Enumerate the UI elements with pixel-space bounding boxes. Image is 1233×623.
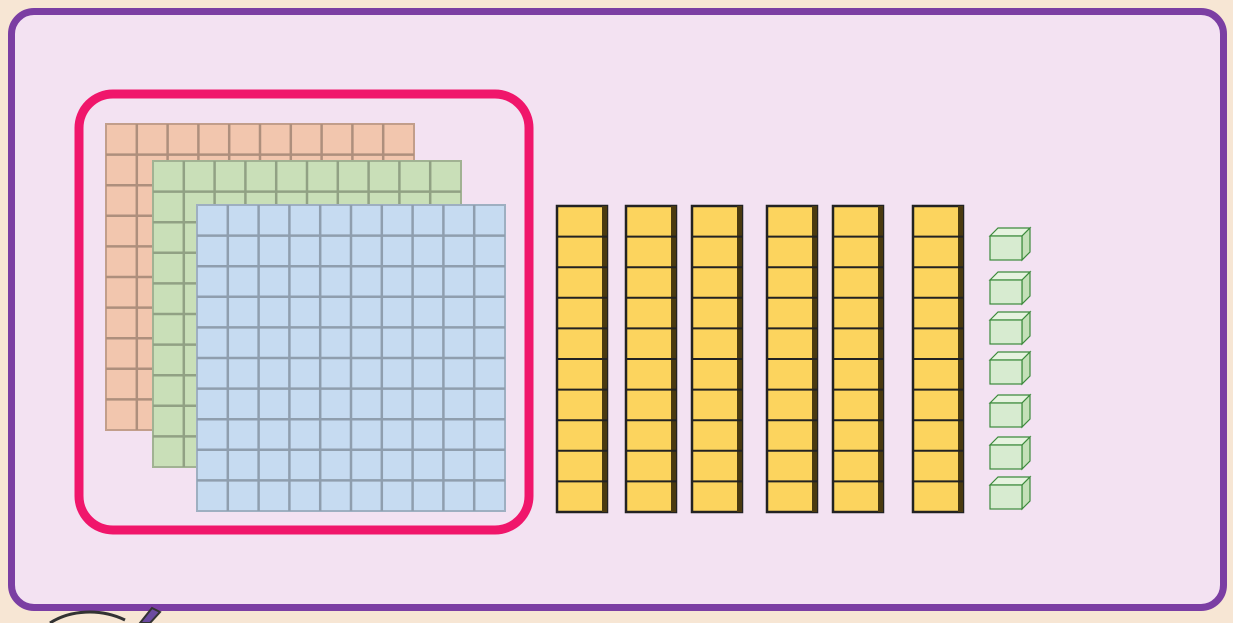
unit-cube: [990, 352, 1030, 384]
pencil-icon: [40, 606, 190, 623]
hundred-flats-group: [106, 124, 505, 511]
ten-rod: [913, 206, 963, 512]
ten-rod: [767, 206, 817, 512]
unit-cube: [990, 477, 1030, 509]
unit-cube: [990, 312, 1030, 344]
unit-cube: [990, 437, 1030, 469]
unit-cube: [990, 272, 1030, 304]
unit-cubes-group: [990, 228, 1030, 509]
hundred-flat: [197, 205, 505, 511]
ten-rod: [626, 206, 676, 512]
unit-cube: [990, 395, 1030, 427]
ten-rod: [833, 206, 883, 512]
ten-rod: [692, 206, 742, 512]
ten-rod: [557, 206, 607, 512]
unit-cube: [990, 228, 1030, 260]
ten-rods-group: [557, 206, 963, 512]
